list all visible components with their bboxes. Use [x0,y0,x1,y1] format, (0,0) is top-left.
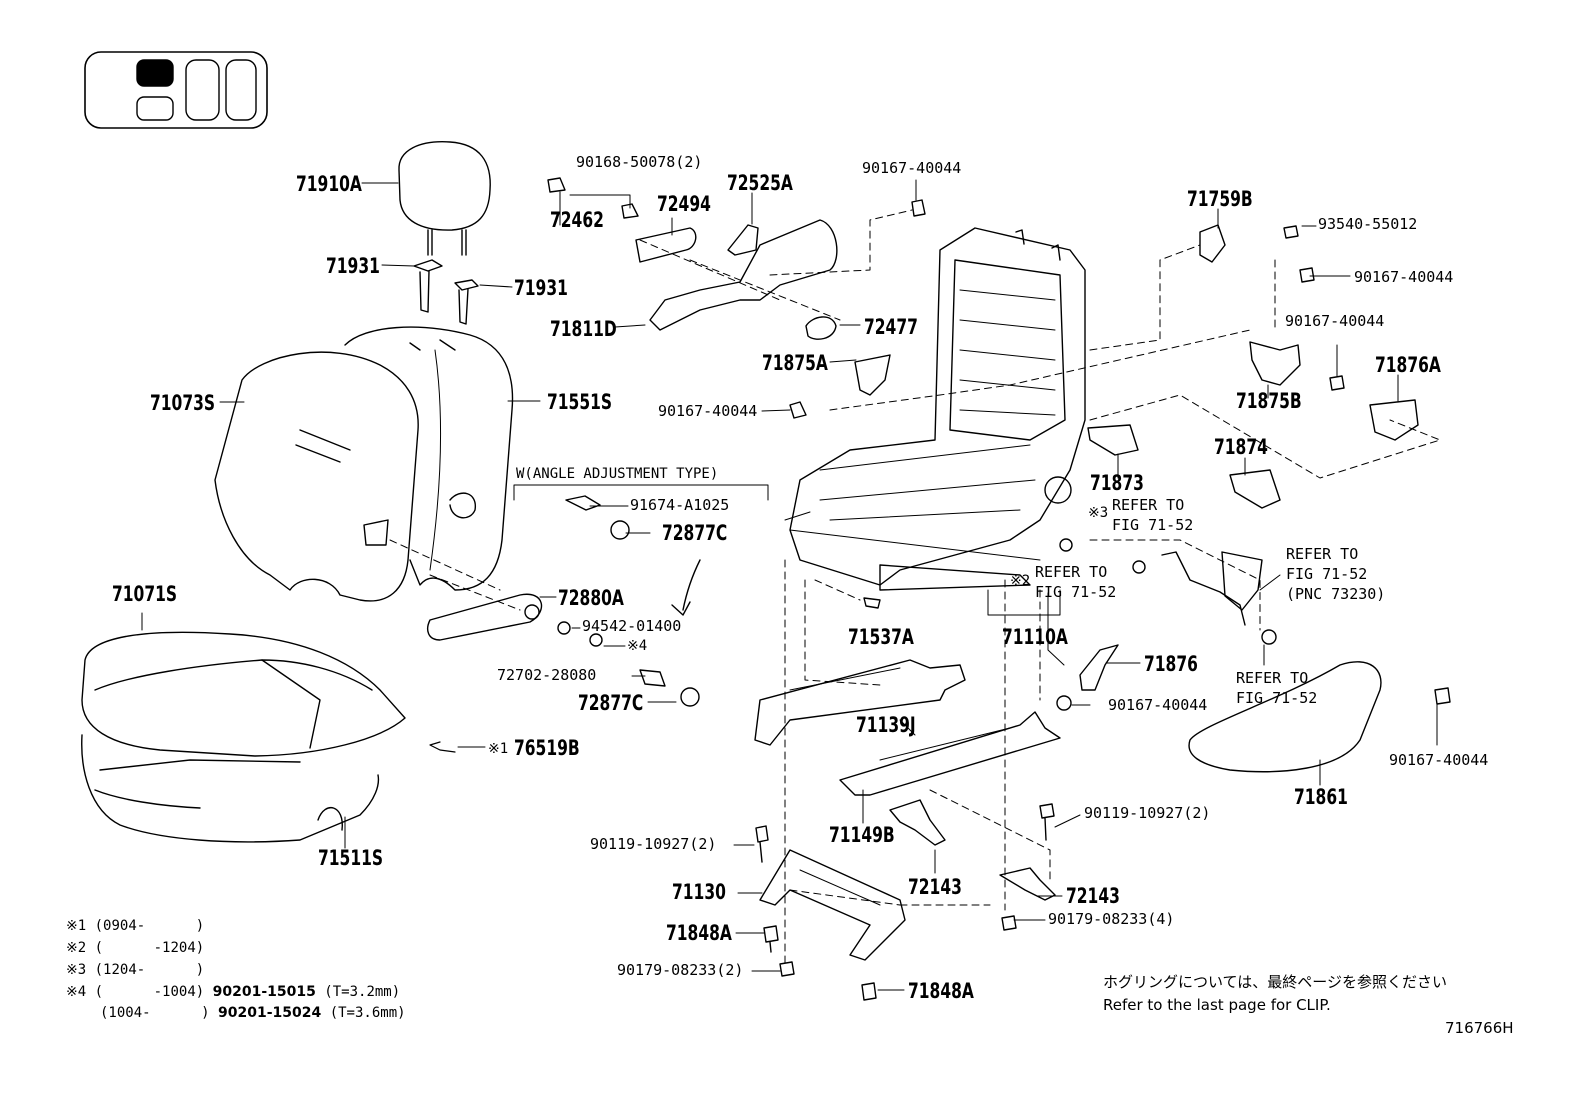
part-71875B: 71875B [1236,389,1302,413]
part-71149B: 71149B [829,823,895,847]
part-90119-10927-right: 90119-10927(2) [1084,804,1211,822]
footnote-1: ※1 (0904- ) [66,918,205,934]
part-71876A: 71876A [1375,353,1441,377]
part-71071S: 71071S [112,582,178,606]
angle-adjustment-group-label: W(ANGLE ADJUSTMENT TYPE) [516,466,719,482]
part-72880A: 72880A [558,586,624,610]
seat-frame-drawing [784,227,1086,591]
refer2-mark: ※2 [1010,573,1031,589]
seat-cell-front-right [225,59,257,121]
part-71848A-left: 71848A [666,921,732,945]
refer4-line1: REFER TO [1236,669,1309,687]
mark-94542: ※4 [627,638,648,654]
leader-lines [141,179,1441,991]
part-72877C-lower: 72877C [578,691,644,715]
part-72462: 72462 [550,208,604,232]
recliner-cover-drawing [547,177,926,419]
refer1-mark: ※3 [1088,505,1109,521]
footnote-4: ※4 ( -1004) 90201-15015 (T=3.2mm) [66,984,401,1000]
clip-note-japanese: ホグリングについては、最終ページを参照ください [1103,973,1447,991]
part-72143-right: 72143 [1066,884,1120,908]
part-71848A-lower: 71848A [908,979,974,1003]
part-90179-08233-4: 90179-08233(4) [1048,910,1175,928]
armrest-drawing [427,495,701,707]
footnote-3: ※3 (1204- ) [66,962,205,978]
part-90167-40044-mid: 90167-40044 [658,402,758,420]
diagram-id: 716766H [1445,1019,1514,1037]
part-91674-A1025: 91674-A1025 [630,496,730,514]
part-90167-40044-top: 90167-40044 [862,159,962,177]
part-71931-left: 71931 [326,254,380,278]
seat-cell-front-mid [185,59,220,121]
part-71759B: 71759B [1187,187,1253,211]
part-71511S: 71511S [318,846,384,870]
part-71537A: 71537A [848,625,914,649]
part-72477: 72477 [864,315,918,339]
part-72702-28080: 72702-28080 [497,666,597,684]
part-71551S: 71551S [547,390,613,414]
part-71139J: 71139J [856,713,916,737]
part-90179-08233-2: 90179-08233(2) [617,961,744,979]
part-71875A: 71875A [762,351,828,375]
part-71110A: 71110A [1002,625,1068,649]
seatback-cover-drawing [214,326,514,602]
seat-cushion-drawing [81,631,456,843]
part-90119-10927-left: 90119-10927(2) [590,835,717,853]
refer1-line2: FIG 71-52 [1112,516,1194,534]
part-71130: 71130 [672,880,726,904]
part-72877C-upper: 72877C [662,521,728,545]
refer3-line2: FIG 71-52 [1286,565,1368,583]
seat-cell-rear-left [136,96,174,121]
part-94542-01400: 94542-01400 [582,617,682,635]
seat-cell-front-left [136,59,174,87]
part-90167-40044-r1: 90167-40044 [1354,268,1454,286]
part-72494: 72494 [657,192,711,216]
footnote-5: (1004- ) 90201-15024 (T=3.6mm) [100,1005,406,1021]
part-90167-40044-r2: 90167-40044 [1285,312,1385,330]
clip-note-english: Refer to the last page for CLIP. [1103,996,1331,1014]
refer2-line1: REFER TO [1035,563,1108,581]
part-76519B: 76519B [514,736,580,760]
mark-76519B: ※1 [488,741,509,757]
refer3-line3: (PNC 73230) [1286,585,1386,603]
part-90168-50078: 90168-50078(2) [576,153,703,171]
part-71876: 71876 [1144,652,1198,676]
part-71811D: 71811D [550,317,617,341]
part-72143-left: 72143 [908,875,962,899]
part-90167-40044-far: 90167-40044 [1389,751,1489,769]
seat-position-icon [84,51,268,129]
part-90167-40044-low: 90167-40044 [1108,696,1208,714]
refer4-line2: FIG 71-52 [1236,689,1318,707]
refer3-line1: REFER TO [1286,545,1359,563]
part-71910A: 71910A [296,172,362,196]
part-93540-55012: 93540-55012 [1318,215,1418,233]
right-parts-drawing [1056,224,1451,773]
refer1-line1: REFER TO [1112,496,1185,514]
footnote-2: ※2 ( -1204) [66,940,205,956]
part-71931-right: 71931 [514,276,568,300]
seat-rail-drawing [754,597,1061,1001]
refer2-line2: FIG 71-52 [1035,583,1117,601]
part-71874: 71874 [1214,435,1268,459]
part-71861: 71861 [1294,785,1348,809]
headrest-drawing [398,141,491,325]
part-71873: 71873 [1090,471,1144,495]
part-71073S: 71073S [150,391,216,415]
part-72525A: 72525A [727,171,793,195]
